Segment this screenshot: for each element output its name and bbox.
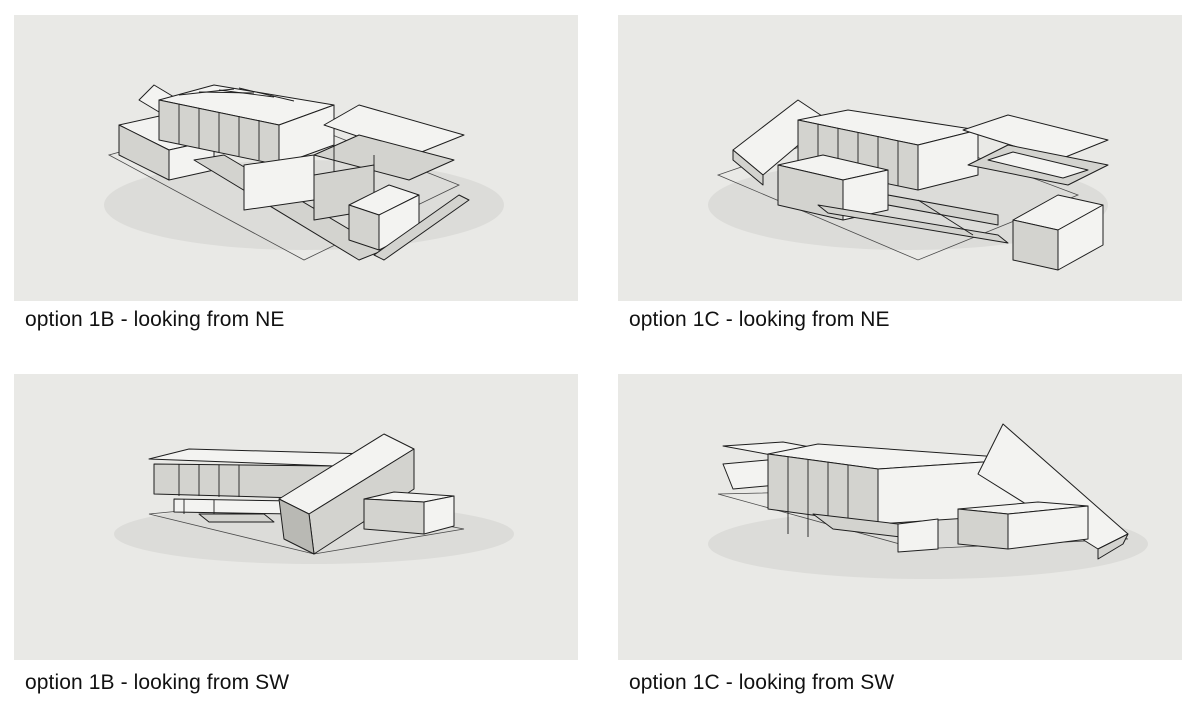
caption-option-1b-sw: option 1B - looking from SW (25, 671, 290, 694)
render-option-1b-sw (14, 374, 578, 660)
render-option-1c-sw (618, 374, 1182, 660)
caption-option-1c-ne: option 1C - looking from NE (629, 308, 890, 331)
massing-model-1b-ne (104, 84, 504, 261)
render-option-1c-ne (618, 15, 1182, 301)
massing-model-1c-sw (708, 423, 1148, 579)
render-option-1b-ne (14, 15, 578, 301)
caption-option-1b-ne: option 1B - looking from NE (25, 308, 285, 331)
caption-option-1c-sw: option 1C - looking from SW (629, 671, 895, 694)
massing-model-1c-ne (708, 99, 1109, 271)
massing-model-1b-sw (114, 433, 514, 564)
